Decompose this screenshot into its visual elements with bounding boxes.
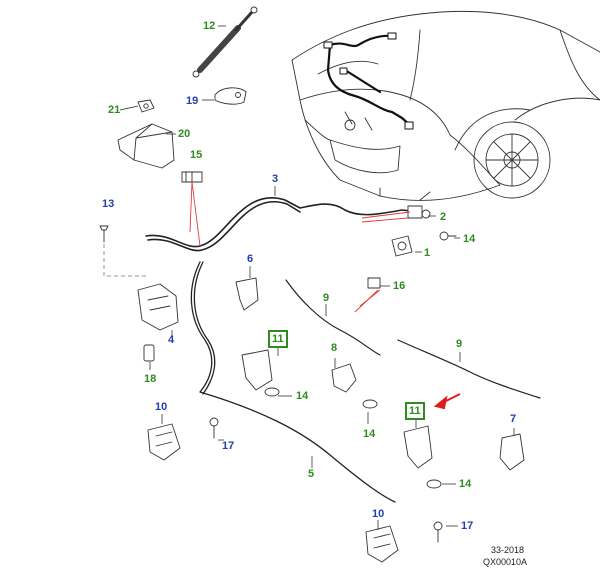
leader-lines (189, 181, 411, 313)
bracket-11b-part (403, 425, 442, 489)
callout-4[interactable]: 4 (168, 334, 175, 346)
bracket-6-part (235, 277, 259, 311)
clip-16-part (367, 277, 381, 289)
callout-11-a[interactable]: 11 (268, 330, 288, 348)
red-arrow (433, 393, 461, 410)
cable-9b-part (397, 339, 541, 399)
callout-1[interactable]: 1 (424, 247, 431, 259)
callout-21[interactable]: 21 (108, 104, 121, 116)
callout-11-b[interactable]: 11 (405, 402, 425, 420)
callout-6[interactable]: 6 (247, 253, 254, 265)
cable-3-part (145, 196, 421, 252)
vehicle-front-illustration (291, 10, 600, 201)
latch-10a-part (147, 417, 219, 461)
callout-13[interactable]: 13 (102, 198, 115, 210)
clip-15-part (181, 171, 203, 183)
callout-2[interactable]: 2 (440, 211, 447, 223)
latch-8-part (331, 363, 378, 409)
bracket-11a-part (241, 349, 280, 397)
clip-19-part (214, 87, 247, 105)
callout-14-d[interactable]: 14 (459, 478, 472, 490)
callout-17-a[interactable]: 17 (222, 440, 235, 452)
callout-14-c[interactable]: 14 (363, 428, 376, 440)
latch-4-part (137, 283, 179, 331)
nut-21-part (137, 99, 155, 113)
callout-14-b[interactable]: 14 (296, 390, 309, 402)
callout-18[interactable]: 18 (144, 373, 157, 385)
callout-16[interactable]: 16 (393, 280, 406, 292)
callout-15[interactable]: 15 (190, 149, 203, 161)
callout-17-b[interactable]: 17 (461, 520, 474, 532)
callout-19[interactable]: 19 (186, 95, 199, 107)
latch-7-part (499, 433, 525, 471)
callout-9-a[interactable]: 9 (323, 292, 330, 304)
drawing-year-code: 33-2018 (491, 545, 525, 555)
dashed-leader-13 (103, 244, 148, 277)
callout-9-b[interactable]: 9 (456, 338, 463, 350)
callout-12[interactable]: 12 (203, 20, 216, 32)
part-18 (143, 344, 155, 362)
bolt-14-part-a (439, 231, 457, 241)
callout-10-b[interactable]: 10 (372, 508, 385, 520)
cable-5-part (190, 261, 396, 503)
callout-10-a[interactable]: 10 (155, 401, 168, 413)
callout-14-a[interactable]: 14 (463, 233, 476, 245)
bolt-13-part (99, 225, 109, 243)
cable-9a-part (285, 279, 381, 356)
connector-2-part (407, 205, 431, 219)
callout-7[interactable]: 7 (510, 413, 517, 425)
latch-10b-part (365, 521, 443, 563)
sensor-1-part (391, 235, 413, 257)
drawing-reference-code: QX00010A (483, 557, 528, 567)
callout-8[interactable]: 8 (331, 342, 338, 354)
gas-strut-part (192, 6, 258, 78)
callout-3[interactable]: 3 (272, 173, 279, 185)
bracket-20-part (117, 123, 175, 169)
callout-5[interactable]: 5 (308, 468, 315, 480)
callout-20[interactable]: 20 (178, 128, 191, 140)
